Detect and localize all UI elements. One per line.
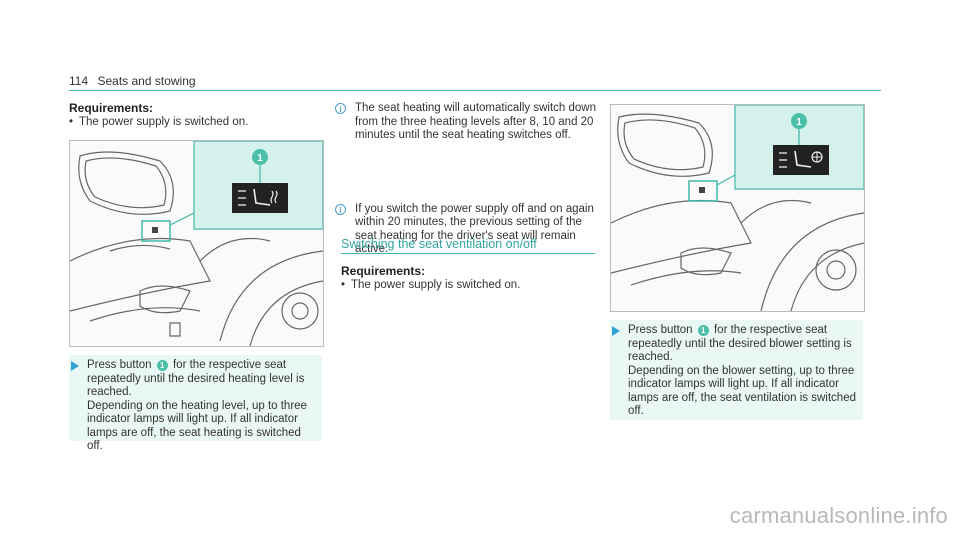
info-icon: i	[335, 203, 346, 215]
page-number: 114	[69, 74, 89, 88]
requirement-item: The power supply is switched on.	[69, 115, 319, 129]
section-heading-ventilation: Switching the seat ventilation on/off	[341, 237, 595, 254]
header-rule	[69, 90, 881, 91]
step-depending-text: Depending on the heating level, up to th…	[87, 399, 307, 453]
seat-ventilation-illustration: 1	[610, 104, 865, 312]
step-line1: Press button 1 for the respective seat	[628, 324, 828, 336]
requirement-item: The power supply is switched on.	[341, 278, 591, 292]
requirements-title: Requirements:	[69, 101, 154, 115]
section-title: Seats and stowing	[97, 74, 196, 88]
figure-callout-number: 1	[257, 153, 263, 164]
step-arrow-icon	[71, 361, 79, 371]
seat-heating-drawing: 1	[70, 141, 323, 346]
info-note-1: i The seat heating will automatically sw…	[333, 102, 605, 143]
seat-ventilation-drawing: 1	[611, 105, 864, 311]
button-number-badge: 1	[697, 325, 709, 336]
seat-heating-illustration: 1	[69, 140, 324, 347]
left-requirements: Requirements: The power supply is switch…	[69, 101, 319, 129]
info-icon: i	[335, 103, 346, 114]
step-line1: Press button 1 for the respective seat	[87, 359, 287, 371]
step-arrow-icon	[612, 326, 620, 336]
left-instruction-step: Press button 1 for the respective seat r…	[69, 355, 322, 452]
figure-callout-number: 1	[796, 117, 802, 128]
info-note-2: i If you switch the power supply off and…	[333, 203, 605, 257]
step-continuation: repeatedly until the desired heating lev…	[87, 372, 305, 399]
watermark: carmanualsonline.info	[729, 503, 948, 528]
middle-requirements: Requirements: The power supply is switch…	[341, 264, 591, 292]
step-continuation: repeatedly until the desired blower sett…	[628, 337, 852, 364]
requirements-title: Requirements:	[341, 264, 426, 278]
button-number-badge: 1	[156, 360, 168, 371]
page-header: 114 Seats and stowing	[69, 74, 196, 88]
right-instruction-step: Press button 1 for the respective seat r…	[610, 320, 863, 420]
step-depending-text: Depending on the blower setting, up to t…	[628, 364, 856, 418]
